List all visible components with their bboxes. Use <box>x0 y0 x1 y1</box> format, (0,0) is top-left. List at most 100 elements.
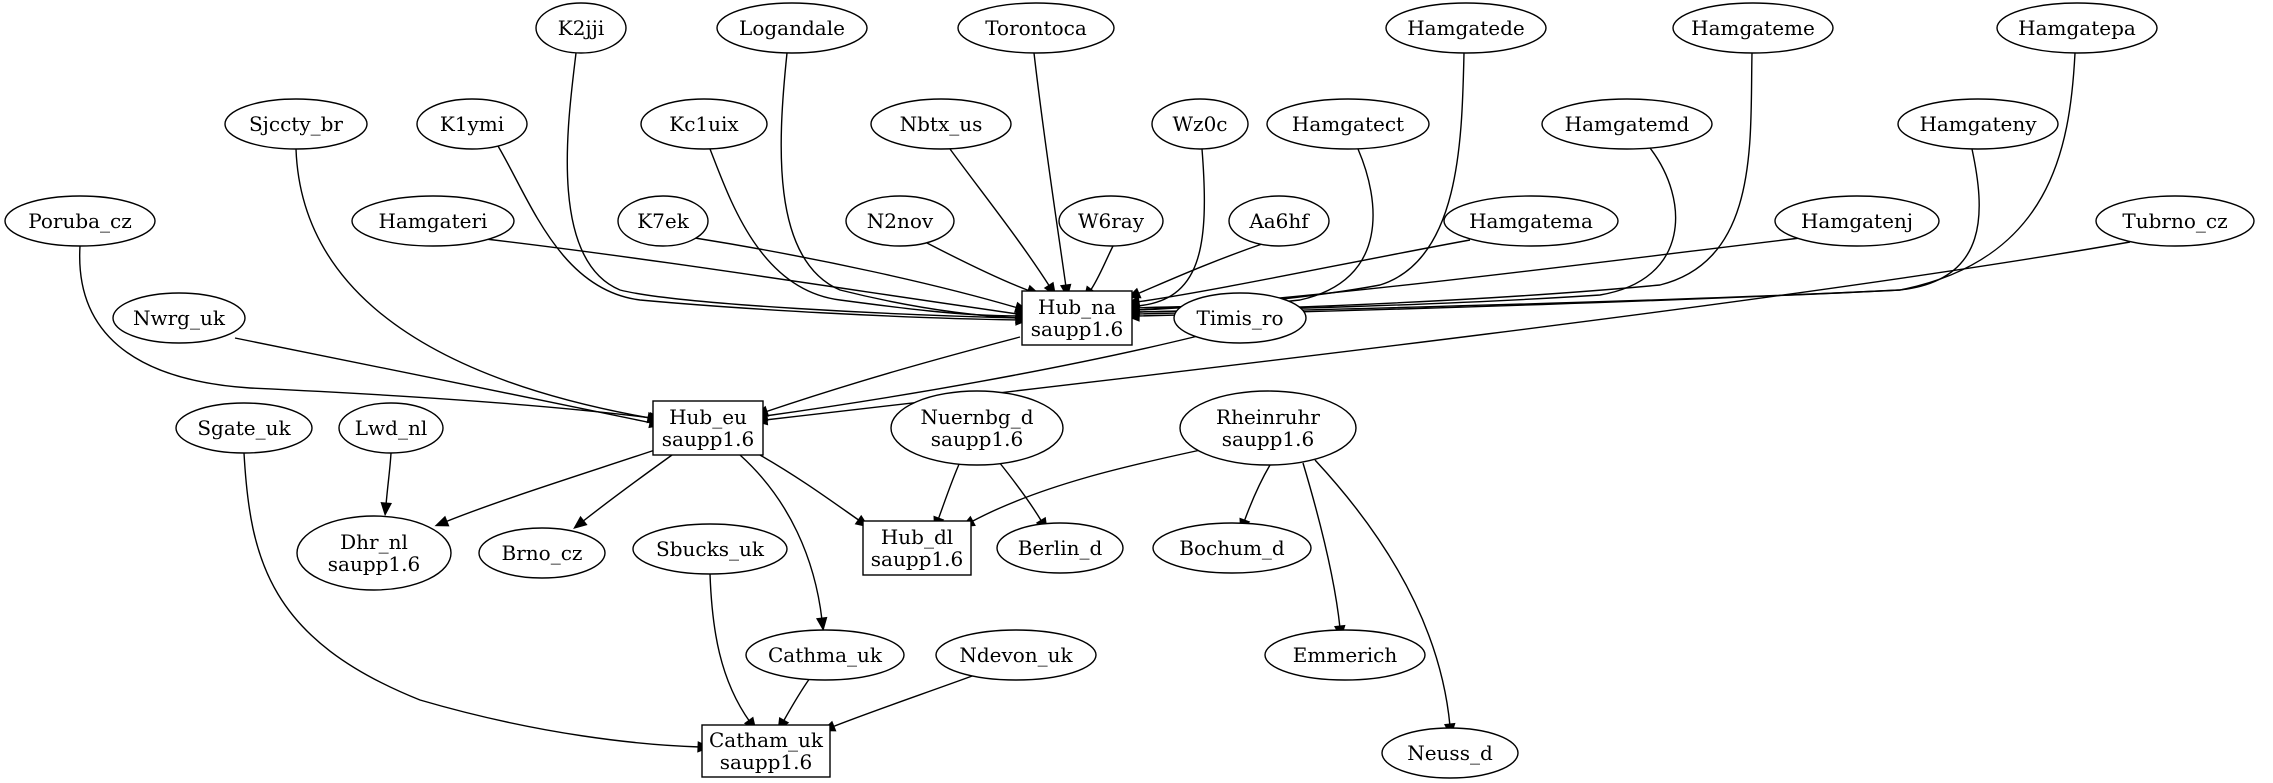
edge-n2nov-to-hub_na <box>926 242 1041 296</box>
node-poruba_cz: Poruba_cz <box>4 195 156 247</box>
node-label: W6ray <box>1078 209 1145 233</box>
edge-line <box>566 52 1019 319</box>
node-label: N2nov <box>867 209 934 233</box>
edge-line <box>476 237 1019 315</box>
node-ellipse <box>2095 195 2255 247</box>
node-label: Lwd_nl <box>355 416 427 440</box>
node-label: Poruba_cz <box>28 209 132 233</box>
node-label: Ndevon_uk <box>959 643 1073 667</box>
arrowhead <box>815 616 828 632</box>
node-box <box>701 724 831 778</box>
node-box <box>1021 290 1133 346</box>
edge-line <box>1136 52 1465 311</box>
node-label: Kc1uix <box>669 112 739 136</box>
edge-line <box>385 452 392 506</box>
node-sgate_uk: Sgate_uk <box>175 402 313 454</box>
node-hamgateme: Hamgateme <box>1672 2 1834 54</box>
node-neuss_d: Neuss_d <box>1381 727 1519 779</box>
edge-line <box>764 336 1021 413</box>
edge-cathma_uk-to-catham_uk <box>777 677 811 732</box>
node-hamgatect: Hamgatect <box>1266 98 1430 150</box>
node-label: Wz0c <box>1172 112 1227 136</box>
node-label: Nuernbg_d <box>920 405 1033 429</box>
edge-hub_eu-to-cathma_uk <box>739 454 828 632</box>
edge-nuernbg_d-to-berlin_d <box>998 461 1048 532</box>
node-label: saupp1.6 <box>1031 317 1123 341</box>
edge-logandale-to-hub_na <box>780 52 1030 324</box>
node-ellipse <box>1058 195 1164 247</box>
node-label: Torontoca <box>985 16 1087 40</box>
edge-sgate_uk-to-catham_uk <box>243 452 712 753</box>
node-label: Nwrg_uk <box>133 306 226 330</box>
edge-line <box>1089 245 1114 292</box>
node-label: Hamgatepa <box>2018 16 2136 40</box>
edge-line <box>1033 52 1067 288</box>
node-label: saupp1.6 <box>1222 427 1314 451</box>
node-ellipse <box>1672 2 1834 54</box>
node-ellipse <box>745 629 905 681</box>
edge-line <box>1136 148 1980 317</box>
edge-line <box>1302 462 1341 629</box>
node-sbucks_uk: Sbucks_uk <box>632 523 788 575</box>
node-label: Hub_dl <box>881 525 953 549</box>
node-ndevon_uk: Ndevon_uk <box>935 629 1097 681</box>
node-label: saupp1.6 <box>662 427 754 451</box>
node-label: Emmerich <box>1293 643 1398 667</box>
node-logandale: Logandale <box>716 2 868 54</box>
node-w6ray: W6ray <box>1058 195 1164 247</box>
node-hamgateri: Hamgateri <box>351 195 515 247</box>
node-hamgatenj: Hamgatenj <box>1774 195 1940 247</box>
node-ellipse <box>296 515 452 591</box>
node-torontoca: Torontoca <box>957 2 1115 54</box>
node-brno_cz: Brno_cz <box>478 527 606 579</box>
edge-line <box>759 454 861 522</box>
node-label: Sjccty_br <box>249 112 343 136</box>
edge-line <box>1136 148 1206 307</box>
edge-sjccty_br-to-hub_eu <box>295 148 662 424</box>
node-hamgatede: Hamgatede <box>1385 2 1547 54</box>
edge-hamgateme-to-hub_na <box>1125 52 1753 318</box>
edge-line <box>998 461 1043 523</box>
node-label: Rheinruhr <box>1216 405 1320 429</box>
node-ellipse <box>1173 292 1307 344</box>
node-ellipse <box>1264 629 1426 681</box>
node-label: Tubrno_cz <box>2122 209 2227 233</box>
node-ellipse <box>1897 98 2059 150</box>
node-label: K1ymi <box>440 112 504 136</box>
node-label: Logandale <box>739 16 845 40</box>
edge-hub_eu-to-hub_dl <box>759 454 870 528</box>
node-k2jji: K2jji <box>535 2 627 54</box>
node-label: Hamgateny <box>1919 112 2037 136</box>
edge-rheinruhr-to-bochum_d <box>1239 464 1271 533</box>
node-label: Hamgatect <box>1292 112 1404 136</box>
node-box <box>862 520 972 576</box>
node-label: Aa6hf <box>1248 209 1310 233</box>
arrowhead <box>380 502 392 517</box>
edge-line <box>970 447 1211 523</box>
edge-nbtx_us-to-hub_na <box>949 148 1057 297</box>
node-ellipse <box>996 522 1124 574</box>
node-ellipse <box>716 2 868 54</box>
edge-line <box>497 145 1019 321</box>
edge-line <box>926 242 1031 292</box>
edge-line <box>243 452 701 748</box>
node-label: saupp1.6 <box>720 750 812 774</box>
edge-line <box>782 677 811 723</box>
node-bochum_d: Bochum_d <box>1152 522 1312 574</box>
node-label: Hamgateri <box>379 209 488 233</box>
node-ellipse <box>338 402 444 454</box>
node-cathma_uk: Cathma_uk <box>745 629 905 681</box>
node-k1ymi: K1ymi <box>416 98 528 150</box>
edge-hub_eu-to-brno_cz <box>573 454 673 530</box>
node-ellipse <box>478 527 606 579</box>
node-berlin_d: Berlin_d <box>996 522 1124 574</box>
edge-ndevon_uk-to-catham_uk <box>821 674 976 732</box>
arrowhead <box>573 515 588 530</box>
node-label: Hamgatenj <box>1801 209 1913 233</box>
node-label: saupp1.6 <box>328 552 420 576</box>
node-label: Berlin_d <box>1018 536 1103 560</box>
edge-line <box>444 449 656 523</box>
